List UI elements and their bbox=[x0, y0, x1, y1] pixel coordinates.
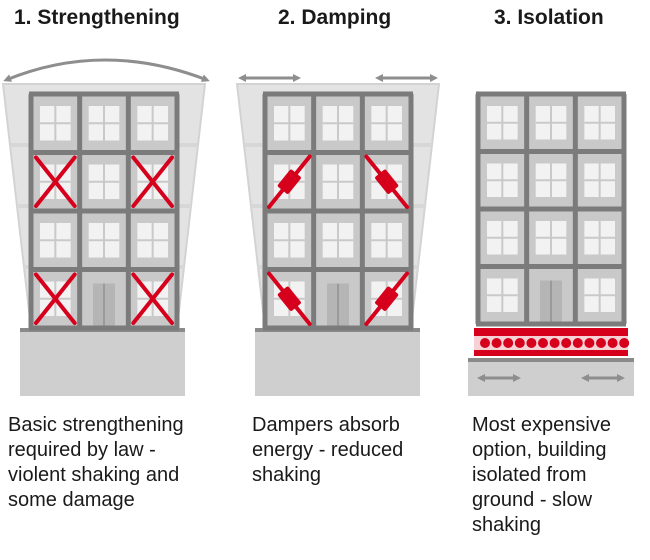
base-bearing-icon bbox=[596, 338, 606, 348]
curved-double-arrow-icon bbox=[3, 58, 210, 82]
caption-line: isolated from bbox=[472, 464, 587, 486]
panel-title-isolation: 3. Isolation bbox=[494, 6, 604, 29]
buildings bbox=[28, 91, 627, 331]
foundation-edge bbox=[468, 358, 634, 362]
base-bearing-icon bbox=[480, 338, 490, 348]
caption-isolation: Most expensive option, building isolated… bbox=[472, 413, 611, 538]
caption-line: Basic strengthening bbox=[8, 414, 184, 436]
base-bearing-icon bbox=[584, 338, 595, 348]
base-bearing-icon bbox=[503, 338, 514, 348]
base-bearing-icon bbox=[526, 338, 537, 348]
base-bearing-icon bbox=[607, 338, 618, 348]
base-bearing-icon bbox=[549, 338, 560, 348]
caption-line: some damage bbox=[8, 489, 135, 511]
caption-damping: Dampers absorb energy - reduced shaking bbox=[252, 413, 403, 488]
damper-body bbox=[277, 169, 301, 194]
panel-title-strengthening: 1. Strengthening bbox=[14, 6, 180, 29]
caption-line: ground - slow bbox=[472, 489, 593, 511]
caption-line: shaking bbox=[472, 514, 541, 536]
cross-brace-icon bbox=[34, 272, 77, 325]
base-bearing-icon bbox=[619, 338, 630, 348]
cross-brace-icon bbox=[34, 155, 77, 208]
base-bearing-icon bbox=[538, 338, 548, 348]
base-bearing-icon bbox=[514, 338, 525, 348]
foundation-block bbox=[255, 328, 420, 396]
isolation-plate-top bbox=[474, 328, 628, 336]
damper-body bbox=[375, 169, 399, 194]
caption-line: Dampers absorb bbox=[252, 414, 400, 436]
caption-line: required by law - bbox=[8, 439, 156, 461]
base-bearing-icon bbox=[572, 338, 583, 348]
damper-body bbox=[277, 286, 301, 311]
earthquake-protection-diagram bbox=[1, 58, 634, 396]
cross-brace-icon bbox=[131, 155, 174, 208]
isolation-plate-bottom bbox=[474, 350, 628, 356]
motion-arrows bbox=[3, 58, 625, 382]
caption-line: energy - reduced bbox=[252, 439, 404, 461]
caption-line: option, building bbox=[472, 439, 607, 461]
caption-line: violent shaking and bbox=[8, 464, 180, 486]
panel-title-damping: 2. Damping bbox=[278, 6, 392, 29]
damper-body bbox=[375, 286, 399, 311]
base-bearing-icon bbox=[491, 338, 502, 348]
cross-brace-icon bbox=[131, 272, 174, 325]
caption-line: shaking bbox=[252, 464, 321, 486]
caption-strengthening: Basic strengthening required by law - vi… bbox=[8, 413, 184, 513]
foundation-block bbox=[20, 328, 185, 396]
protection-devices bbox=[34, 154, 630, 356]
caption-line: Most expensive bbox=[472, 414, 611, 436]
base-bearing-icon bbox=[561, 338, 572, 348]
